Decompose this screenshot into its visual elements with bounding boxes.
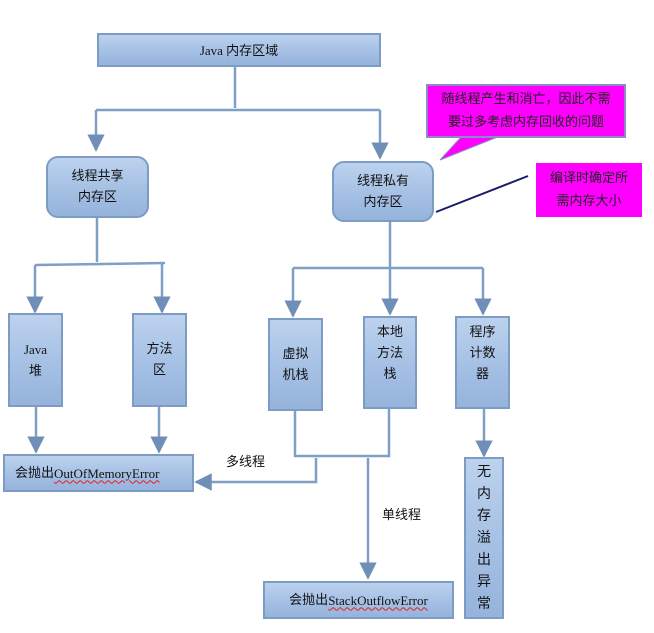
connector-multi-thread bbox=[194, 458, 318, 491]
shared-region-label: 线程共享 内存区 bbox=[71, 169, 124, 205]
method-area-node: 方法 区 bbox=[132, 313, 187, 407]
no-overflow-node: 无 内 存 溢 出 异 常 bbox=[464, 457, 504, 619]
method-area-label: 方法 区 bbox=[146, 342, 173, 378]
root-node: Java 内存区域 bbox=[97, 33, 381, 67]
stack-overflow-error-node: 会抛出 StackOutflowError bbox=[263, 581, 454, 619]
no-overflow-label: 无 内 存 溢 出 异 常 bbox=[477, 464, 491, 612]
callout-pointer bbox=[439, 135, 501, 161]
connector-stacks-merge bbox=[293, 408, 391, 458]
callout-leader-line bbox=[435, 175, 529, 213]
so-error-name: StackOutflowError bbox=[328, 592, 428, 608]
program-counter-node: 程序 计数 器 bbox=[455, 316, 510, 409]
native-method-stack-label: 本地 方法 栈 bbox=[376, 325, 403, 382]
oom-error-name: OutOfMemoryError bbox=[54, 465, 160, 481]
oom-error-prefix: 会抛出 bbox=[15, 465, 55, 481]
java-heap-node: Java 堆 bbox=[8, 313, 63, 407]
edge-label-single-thread: 单线程 bbox=[382, 508, 422, 523]
private-region-label: 线程私有 内存区 bbox=[356, 173, 409, 210]
callout-compile-time: 编译时确定所 需内存大小 bbox=[536, 163, 642, 217]
java-heap-label: Java 堆 bbox=[23, 342, 48, 378]
callout-thread-lifecycle-text: 随线程产生和消亡，因此不需 要过多考虑内存回收的问题 bbox=[441, 92, 611, 130]
vm-stack-node: 虚拟 机栈 bbox=[268, 318, 323, 411]
oom-error-node: 会抛出 OutOfMemoryError bbox=[3, 454, 194, 492]
edge-label-multi-thread: 多线程 bbox=[226, 455, 266, 470]
root-label: Java 内存区域 bbox=[199, 42, 279, 58]
callout-thread-lifecycle: 随线程产生和消亡，因此不需 要过多考虑内存回收的问题 bbox=[426, 84, 626, 138]
shared-region-node: 线程共享 内存区 bbox=[46, 156, 149, 218]
private-region-node: 线程私有 内存区 bbox=[332, 161, 434, 222]
so-error-prefix: 会抛出 bbox=[289, 592, 329, 608]
callout-compile-time-text: 编译时确定所 需内存大小 bbox=[549, 171, 628, 209]
vm-stack-label: 虚拟 机栈 bbox=[282, 346, 309, 383]
program-counter-label: 程序 计数 器 bbox=[469, 325, 496, 382]
native-method-stack-node: 本地 方法 栈 bbox=[363, 316, 417, 409]
connector-shared-bar bbox=[34, 261, 166, 267]
